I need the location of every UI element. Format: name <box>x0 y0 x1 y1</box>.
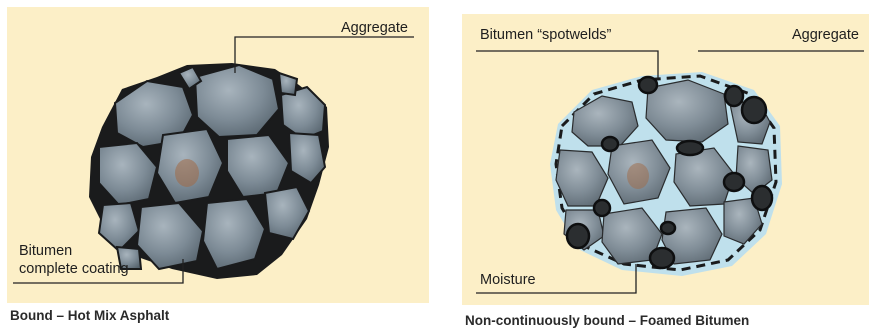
spotwelds-label: Bitumen “spotwelds” <box>480 27 611 44</box>
left-caption: Bound – Hot Mix Asphalt <box>10 308 169 323</box>
stone-stain <box>627 163 649 189</box>
foamed-bitumen-panel: Bitumen “spotwelds” Aggregate Moisture <box>462 14 869 305</box>
foamed-bitumen-illustration <box>462 14 869 305</box>
bitumen-spotweld <box>725 86 743 106</box>
bitumen-spotweld <box>742 97 766 123</box>
bitumen-spotweld <box>752 186 772 210</box>
stone-stain <box>175 159 199 187</box>
aggregate-label: Aggregate <box>792 27 859 44</box>
bitumen-spotweld <box>724 173 744 191</box>
aggregate-stone <box>279 73 297 95</box>
spotwelds-leader-line <box>476 51 658 78</box>
bitumen-spotweld <box>661 222 675 234</box>
bitumen-label-line2: complete coating <box>19 261 129 278</box>
bitumen-label-line1: Bitumen <box>19 243 72 260</box>
hot-mix-asphalt-panel: Aggregate Bitumen complete coating <box>7 7 429 303</box>
right-caption: Non-continuously bound – Foamed Bitumen <box>465 313 749 328</box>
bitumen-spotweld <box>677 141 703 155</box>
bitumen-spotweld <box>594 200 610 216</box>
bitumen-spotweld <box>602 137 618 151</box>
bitumen-spotweld <box>567 224 589 248</box>
bitumen-spotweld <box>639 77 657 93</box>
aggregate-label: Aggregate <box>341 20 408 37</box>
bitumen-spotweld <box>650 248 674 268</box>
moisture-label: Moisture <box>480 272 536 289</box>
